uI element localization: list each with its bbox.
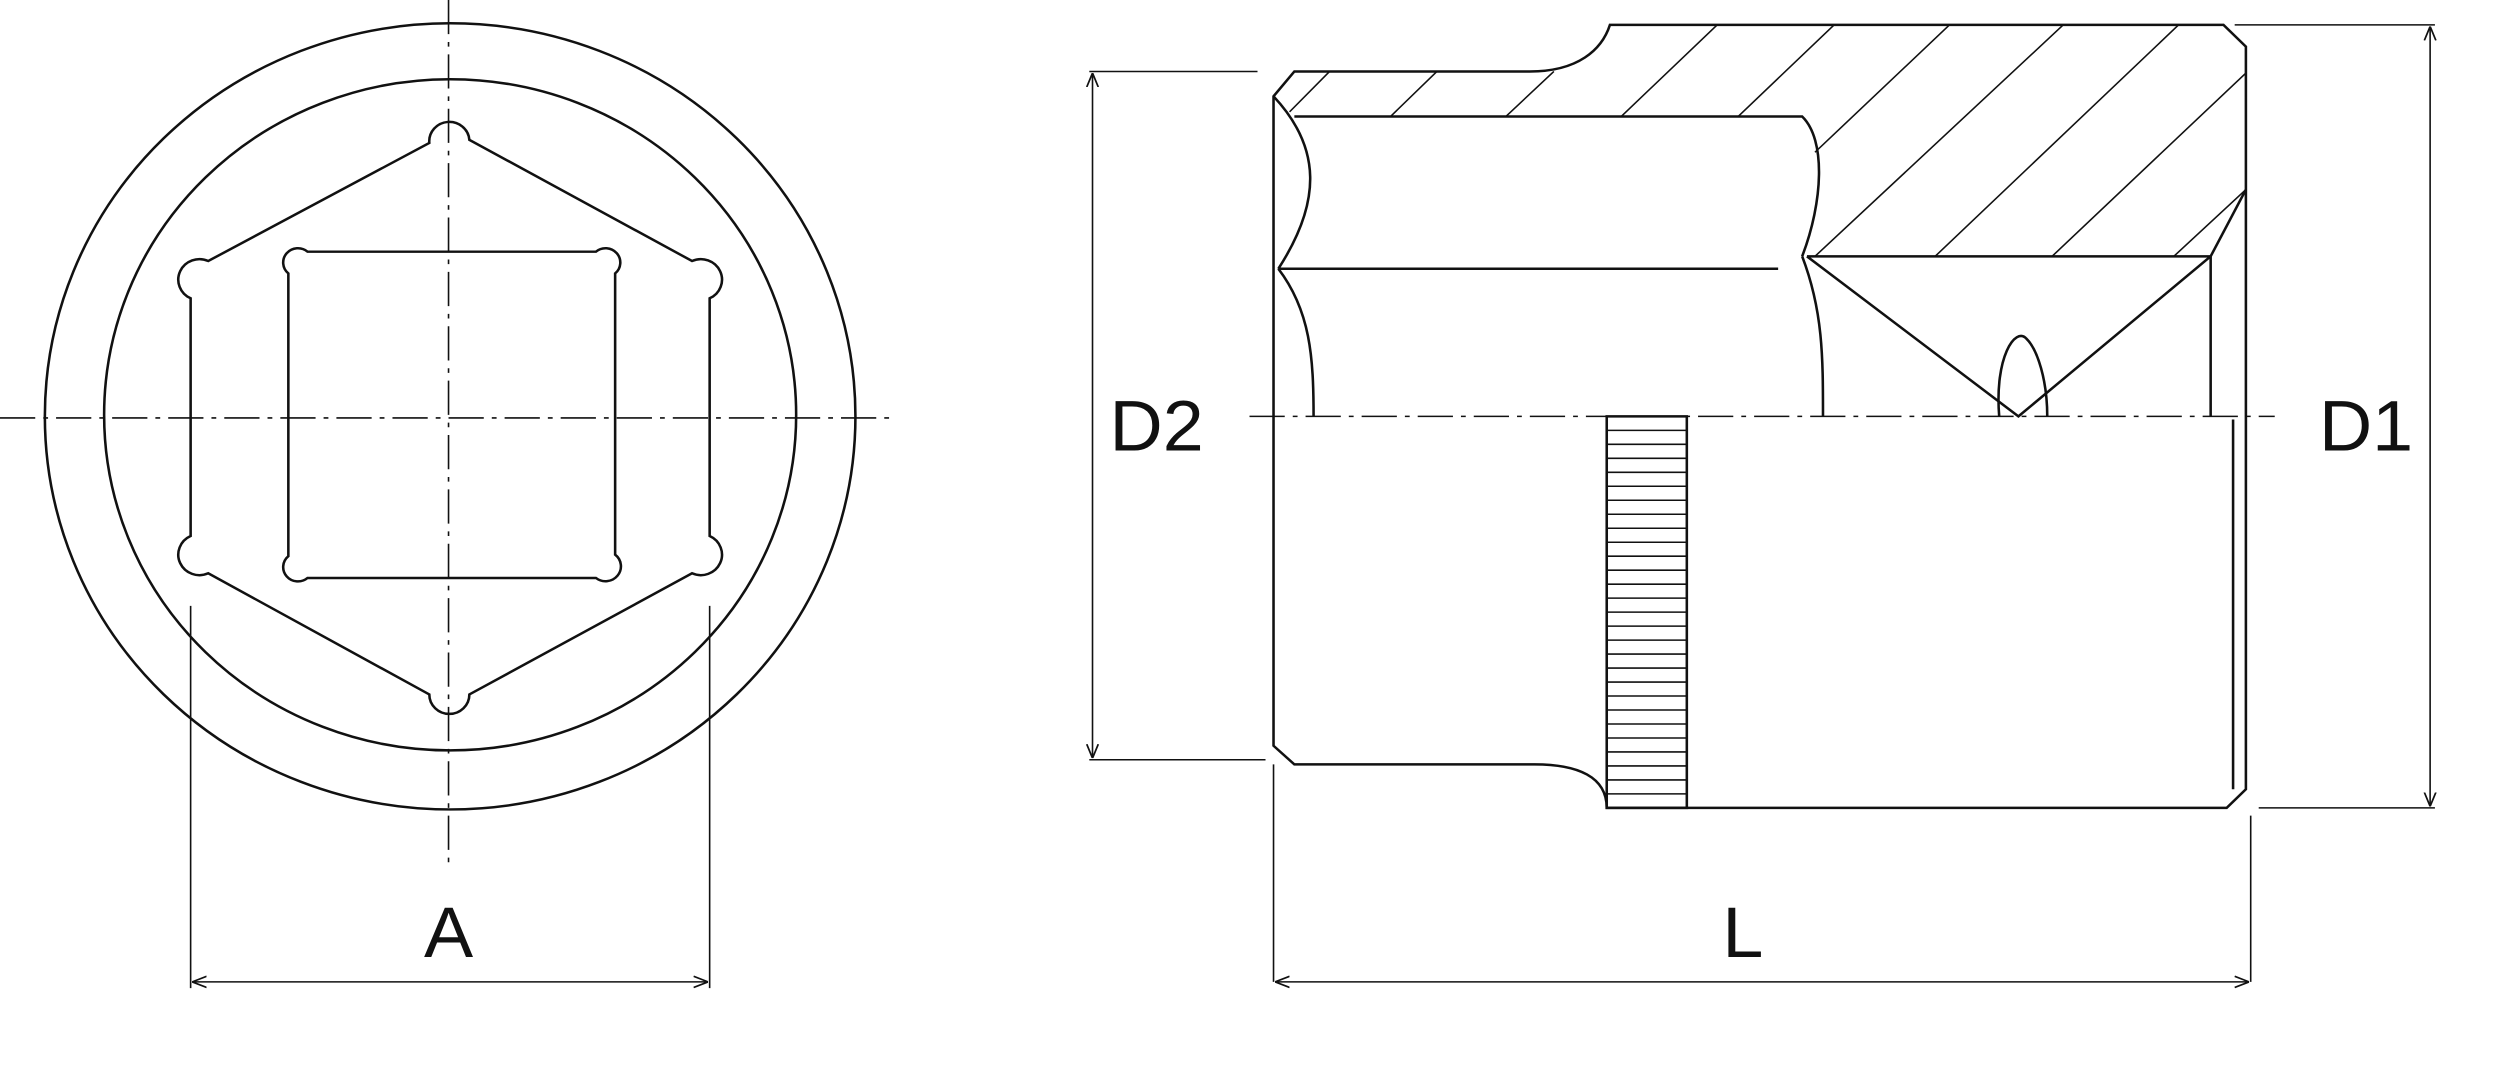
dimension-l-label: L bbox=[1722, 893, 1763, 973]
side-view: D2 D1 L bbox=[1089, 23, 2435, 982]
hatch-line bbox=[2173, 188, 2247, 257]
socket-outline bbox=[1272, 23, 2248, 810]
hatch-line bbox=[1288, 70, 1331, 113]
bore-edge-right bbox=[1800, 255, 1825, 417]
hatch-line bbox=[1620, 24, 1718, 118]
hatch-line bbox=[1814, 24, 2064, 257]
hatch-line bbox=[1934, 24, 2180, 257]
hatch-line bbox=[1389, 70, 1438, 118]
drive-chamfer bbox=[2209, 188, 2248, 257]
bore-wall-top bbox=[1294, 115, 1821, 257]
square-drive-opening bbox=[281, 247, 623, 583]
dimension-d2-label: D2 bbox=[1109, 387, 1203, 467]
hatch-line bbox=[1505, 70, 1555, 118]
hatch-line bbox=[1737, 24, 1835, 118]
hatch-line bbox=[2051, 72, 2247, 257]
hex-opening bbox=[177, 120, 724, 716]
dimension-d1-label: D1 bbox=[2319, 387, 2413, 467]
bore-edge-left-top bbox=[1272, 95, 1312, 270]
front-view: A bbox=[0, 0, 898, 988]
section-hatching bbox=[1288, 24, 2247, 257]
drive-cone bbox=[1806, 255, 2212, 418]
hatch-line bbox=[1814, 24, 1951, 153]
knurl-lines bbox=[1606, 429, 1687, 795]
inner-circle bbox=[102, 77, 798, 752]
dimension-a-label: A bbox=[424, 893, 474, 973]
outer-circle bbox=[43, 22, 857, 811]
bore-edge-left-bottom bbox=[1277, 268, 1315, 417]
ball-detent-hole bbox=[1997, 334, 2049, 417]
